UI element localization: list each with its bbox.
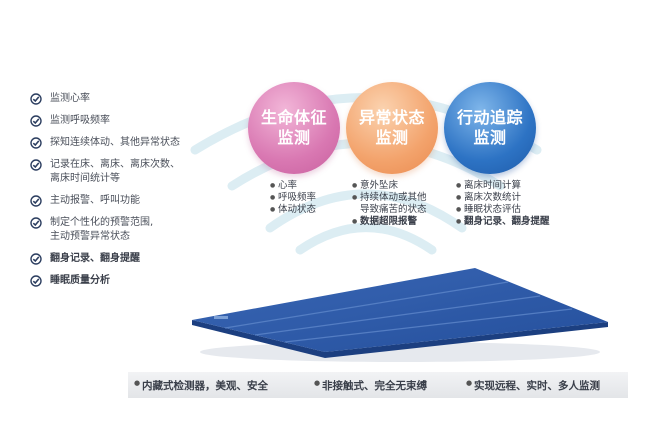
feature-list: 监测心率 监测呼吸频率 探知连续体动、其他异常状态 记录在床、离床、离床次数、 … xyxy=(30,92,230,296)
list-item: 数据超限报警 xyxy=(352,216,427,228)
bubble-title-line2: 监测 xyxy=(375,128,409,147)
list-item: 心率 xyxy=(270,180,316,192)
feature-text: 记录在床、离床、离床次数、 离床时间统计等 xyxy=(50,159,180,184)
bubble-title-line1: 生命体征 xyxy=(260,108,327,127)
check-circle-icon xyxy=(30,195,42,207)
bubble-title-line2: 监测 xyxy=(473,128,507,147)
feature-text: 监测心率 xyxy=(50,93,90,104)
check-circle-icon xyxy=(30,217,42,229)
feature-item: 翻身记录、翻身提醒 xyxy=(30,252,230,266)
check-circle-icon xyxy=(30,159,42,171)
feature-item: 监测心率 xyxy=(30,92,230,106)
action-tracking-bubble: 行动追踪 监测 xyxy=(444,82,536,174)
list-item: 呼吸频率 xyxy=(270,192,316,204)
check-circle-icon xyxy=(30,137,42,149)
feature-item: 记录在床、离床、离床次数、 离床时间统计等 xyxy=(30,158,230,186)
bottom-feature-item: 内藏式检测器，美观、安全 xyxy=(134,378,268,393)
feature-item: 睡眠质量分析 xyxy=(30,274,230,288)
list-item: 离床时间计算 xyxy=(456,180,550,192)
abnormal-state-list: 意外坠床 持续体动或其他 导致痛苦的状态 数据超限报警 xyxy=(352,180,427,228)
action-tracking-list: 离床时间计算 离床次数统计 睡眠状态评估 翻身记录、翻身提醒 xyxy=(456,180,550,228)
feature-text: 睡眠质量分析 xyxy=(50,275,110,286)
feature-text: 监测呼吸频率 xyxy=(50,115,110,126)
vital-signs-list: 心率 呼吸频率 体动状态 xyxy=(270,180,316,216)
feature-item: 制定个性化的预警范围, 主动预警异常状态 xyxy=(30,216,230,244)
feature-item: 主动报警、呼叫功能 xyxy=(30,194,230,208)
feature-text: 制定个性化的预警范围, 主动预警异常状态 xyxy=(50,217,154,242)
list-item: 翻身记录、翻身提醒 xyxy=(456,216,550,228)
check-circle-icon xyxy=(30,115,42,127)
feature-text: 探知连续体动、其他异常状态 xyxy=(50,137,180,148)
list-item: 体动状态 xyxy=(270,204,316,216)
bottom-feature-bar: 内藏式检测器，美观、安全 非接触式、完全无束缚 实现远程、实时、多人监测 xyxy=(128,372,628,398)
bubble-title-line1: 异常状态 xyxy=(358,108,425,127)
feature-text: 翻身记录、翻身提醒 xyxy=(50,253,140,264)
bottom-feature-item: 非接触式、完全无束缚 xyxy=(314,378,427,393)
check-circle-icon xyxy=(30,93,42,105)
bubble-title-line2: 监测 xyxy=(277,128,311,147)
list-item: 睡眠状态评估 xyxy=(456,204,550,216)
feature-item: 监测呼吸频率 xyxy=(30,114,230,128)
vital-signs-bubble: 生命体征 监测 xyxy=(248,82,340,174)
list-item: 意外坠床 xyxy=(352,180,427,192)
check-circle-icon xyxy=(30,275,42,287)
abnormal-state-bubble: 异常状态 监测 xyxy=(346,82,438,174)
feature-text: 主动报警、呼叫功能 xyxy=(50,195,140,206)
check-circle-icon xyxy=(30,253,42,265)
feature-item: 探知连续体动、其他异常状态 xyxy=(30,136,230,150)
bubble-title-line1: 行动追踪 xyxy=(456,108,523,127)
list-item: 离床次数统计 xyxy=(456,192,550,204)
list-item: 持续体动或其他 导致痛苦的状态 xyxy=(352,192,427,216)
bottom-feature-item: 实现远程、实时、多人监测 xyxy=(466,378,600,393)
